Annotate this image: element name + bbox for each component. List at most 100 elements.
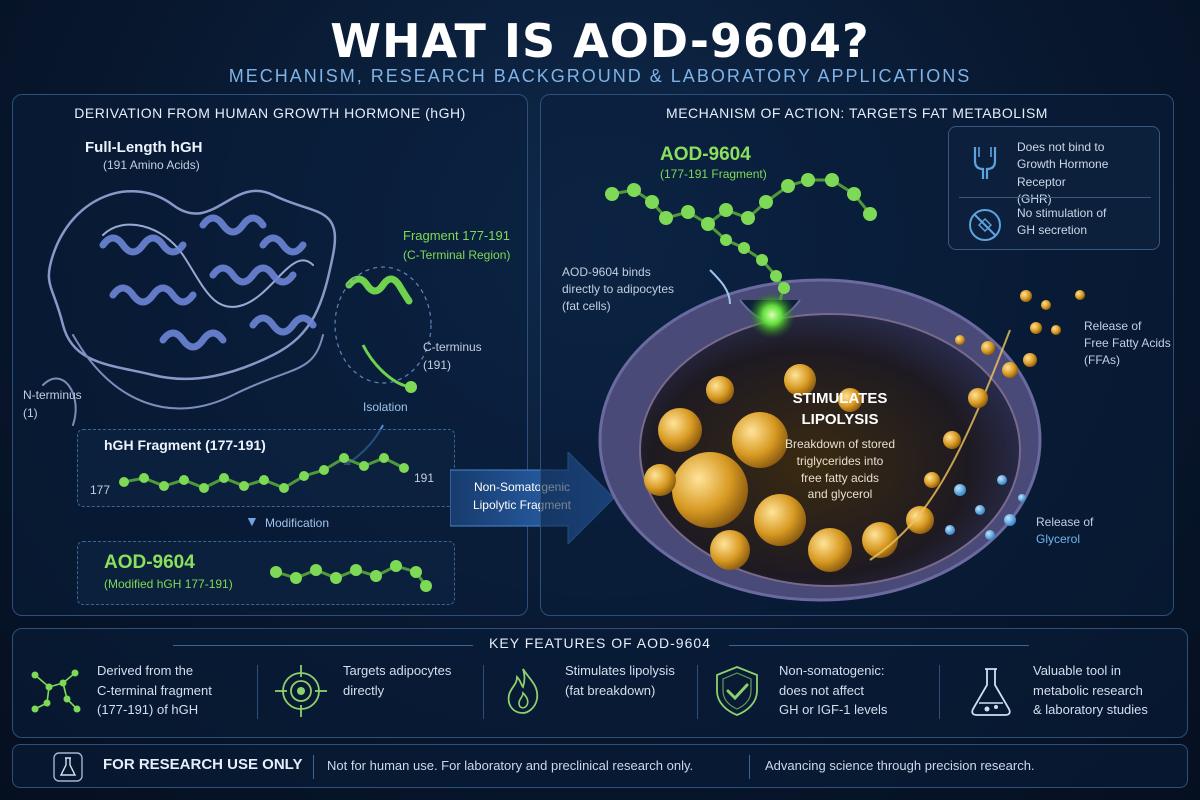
n-terminus-number: (1): [23, 406, 38, 420]
full-hgh-label: Full-Length hGH: [85, 139, 203, 156]
hgh-fragment-box: hGH Fragment (177-191) 177 191: [77, 429, 455, 507]
fragment-sublabel: (C-Terminal Region): [403, 248, 511, 262]
fragment-end-number: 191: [414, 471, 435, 485]
feature-line: Derived from the: [97, 663, 194, 678]
n-terminus-label: N-terminus: [23, 388, 82, 402]
down-arrow-icon: ▼: [245, 513, 259, 529]
feature-text: Derived from the C-terminal fragment (17…: [97, 661, 212, 720]
fat-droplets: [644, 364, 934, 572]
page-subtitle: MECHANISM, RESEARCH BACKGROUND & LABORAT…: [228, 66, 972, 86]
no-gh-secretion-row: No stimulation of GH secretion: [961, 205, 1151, 245]
feature-line: & laboratory studies: [1033, 702, 1148, 717]
feature-text: Stimulates lipolysis (fat breakdown): [565, 661, 675, 700]
feature-text: Valuable tool in metabolic research & la…: [1033, 661, 1148, 720]
prohibited-icon: [969, 209, 1001, 241]
research-disclaimer-footer: FOR RESEARCH USE ONLY Not for human use.…: [12, 744, 1188, 788]
aod-modified-box: AOD-9604 (Modified hGH 177-191): [77, 541, 455, 605]
fragment-start-number: 177: [90, 483, 111, 497]
mechanism-heading: MECHANISM OF ACTION: TARGETS FAT METABOL…: [666, 105, 1048, 121]
lipolysis-desc-line4: and glycerol: [807, 487, 873, 502]
lipolysis-desc-line1: Breakdown of stored: [784, 437, 896, 451]
lipolysis-desc-line3: free fatty acids: [800, 470, 880, 485]
feature-line: (fat breakdown): [565, 682, 656, 698]
ffa-particles: [869, 290, 1085, 561]
feature-line: C-terminal fragment: [97, 682, 212, 698]
c-terminus-label: C-terminus: [423, 340, 482, 354]
feature-item: Targets adipocytes directly: [273, 659, 473, 725]
no-ghr-binding-text: Does not bind to Growth Hormone Receptor…: [1017, 139, 1151, 209]
feature-line: Non-somatogenic:: [779, 663, 885, 678]
feature-line: Valuable tool in: [1033, 663, 1121, 678]
glycerol-line1: Release of: [1036, 515, 1094, 529]
binding-note-line1: AOD-9604 binds: [562, 265, 651, 279]
feature-line: does not affect: [779, 682, 865, 698]
no-ghr-line3: (GHR): [1017, 192, 1052, 207]
helix-group: [99, 214, 317, 351]
no-ghr-binding-row: Does not bind to Growth Hormone Receptor…: [961, 139, 1151, 206]
glycerol-release-label: Release of Glycerol: [1036, 514, 1093, 548]
derivation-heading: DERIVATION FROM HUMAN GROWTH HORMONE (hG…: [74, 105, 466, 121]
mechanism-aod-title: AOD-9604: [660, 144, 751, 165]
feature-item: Stimulates lipolysis (fat breakdown): [495, 659, 695, 725]
fragment-chain: [119, 453, 409, 493]
no-ghr-line2: Growth Hormone Receptor: [1017, 157, 1109, 189]
ffa-release-label: Release of Free Fatty Acids (FFAs): [1084, 318, 1171, 368]
modification-label: Modification: [265, 516, 330, 530]
no-gh-line2: GH secretion: [1017, 223, 1088, 238]
lipolysis-block: STIMULATES LIPOLYSIS Breakdown of stored…: [760, 388, 920, 503]
target-icon: [275, 665, 327, 717]
feature-item: Non-somatogenic: does not affect GH or I…: [709, 659, 939, 725]
feature-line: (177-191) of hGH: [97, 702, 199, 717]
feature-line: Stimulates lipolysis: [565, 663, 675, 678]
fragment-label: Fragment 177-191: [403, 228, 510, 243]
adipocyte-illustration: [598, 173, 1085, 602]
feature-text: Non-somatogenic: does not affect GH or I…: [779, 661, 887, 720]
full-hgh-sublabel: (191 Amino Acids): [103, 158, 200, 172]
lipolysis-title-line1: STIMULATES: [792, 390, 888, 407]
aod-chain: [270, 560, 432, 592]
key-features-panel: KEY FEATURES OF AOD-9604 Derived from th…: [12, 628, 1188, 738]
key-features-heading: KEY FEATURES OF AOD-9604: [489, 635, 711, 651]
glycerol-line2: Glycerol: [1036, 531, 1081, 546]
flask-icon: [53, 752, 83, 782]
glycerol-particles: [945, 475, 1026, 540]
aod-molecule: [605, 173, 877, 301]
binding-note-line2: directly to adipocytes: [562, 281, 675, 296]
hgh-protein-illustration: [42, 189, 432, 465]
not-for-human-use-note: Not for human use. For laboratory and pr…: [327, 758, 694, 773]
ffa-line2: Free Fatty Acids: [1084, 335, 1171, 350]
lipolysis-desc-line2: triglycerides into: [796, 453, 884, 468]
receptor-info-box: Does not bind to Growth Hormone Receptor…: [948, 126, 1160, 250]
feature-text: Targets adipocytes directly: [343, 661, 451, 700]
flask-icon: [971, 668, 1011, 716]
feature-item: Derived from the C-terminal fragment (17…: [27, 659, 257, 725]
binding-note: AOD-9604 binds directly to adipocytes (f…: [562, 264, 674, 314]
feature-line: directly: [343, 682, 385, 698]
hgh-fragment-title: hGH Fragment (177-191): [104, 437, 266, 453]
no-ghr-line1: Does not bind to: [1017, 140, 1105, 154]
research-use-label: FOR RESEARCH USE ONLY: [103, 756, 303, 773]
no-gh-secretion-text: No stimulation of GH secretion: [1017, 205, 1106, 240]
c-terminus-number: (191): [423, 358, 452, 372]
no-gh-line1: No stimulation of: [1017, 206, 1107, 220]
page-title: WHAT IS AOD-9604?: [330, 14, 870, 68]
feature-line: GH or IGF-1 levels: [779, 702, 888, 717]
feature-line: metabolic research: [1033, 682, 1143, 698]
shield-check-icon: [716, 666, 758, 716]
molecule-icon: [31, 669, 81, 713]
receptor-icon: [973, 147, 997, 179]
flame-icon: [507, 668, 539, 714]
feature-item: Valuable tool in metabolic research & la…: [963, 659, 1173, 725]
aod-modified-sublabel: (Modified hGH 177-191): [104, 577, 233, 591]
derivation-panel: DERIVATION FROM HUMAN GROWTH HORMONE (hG…: [12, 94, 528, 616]
aod-modified-title: AOD-9604: [104, 552, 195, 573]
fragment-helix: [345, 275, 413, 305]
lipolysis-title-line2: LIPOLYSIS: [801, 411, 879, 428]
binding-note-line3: (fat cells): [562, 298, 611, 313]
ffa-line3: (FFAs): [1084, 352, 1120, 367]
mechanism-aod-sublabel: (177-191 Fragment): [660, 167, 767, 181]
isolation-label: Isolation: [363, 400, 408, 414]
footer-tagline: Advancing science through precision rese…: [765, 758, 1035, 773]
feature-line: Targets adipocytes: [343, 663, 452, 678]
ffa-line1: Release of: [1084, 319, 1142, 333]
